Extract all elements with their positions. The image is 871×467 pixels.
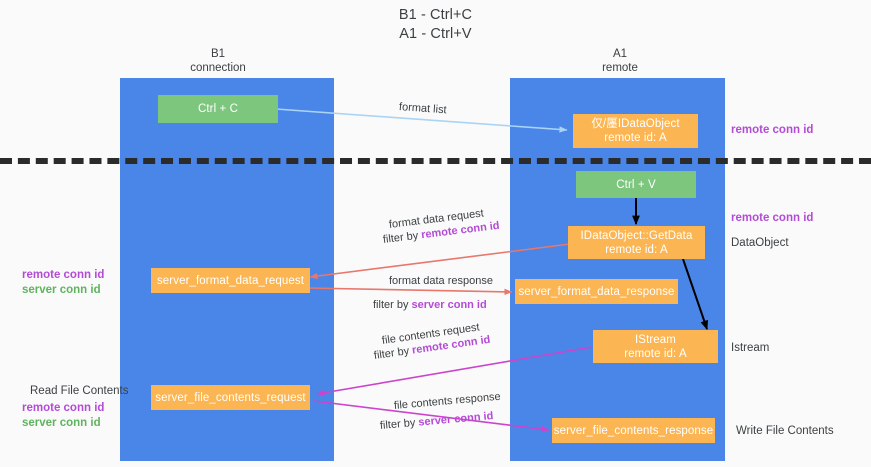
title-line-1: B1 - Ctrl+C: [398, 7, 473, 23]
arrow-format-data-request: [309, 242, 579, 280]
node-server-format-data-response[interactable]: server_format_data_response: [515, 279, 678, 304]
arrow-file-contents-request: [316, 346, 593, 396]
node-server-format-data-response-label: server_format_data_response: [518, 285, 675, 298]
right-label-dataobject: DataObject: [731, 237, 789, 249]
node-server-file-contents-request[interactable]: server_file_contents_request: [151, 385, 310, 410]
title-line-2: A1 - Ctrl+V: [399, 26, 472, 42]
edge-label-format-data-response: format data response: [389, 275, 493, 287]
node-ctrl-c[interactable]: Ctrl + C: [158, 95, 278, 123]
arrow-format-list: [275, 108, 568, 133]
node-istream-line1: IStream: [635, 333, 676, 346]
left-label-bottom-server-conn-id: server conn id: [22, 417, 101, 429]
left-label-group-file-conn: remote conn id server conn id: [22, 401, 104, 431]
node-getdata-line1: IDataObject::GetData: [580, 229, 693, 242]
column-header-right: A1 remote: [530, 48, 710, 75]
node-ctrl-v-label: Ctrl + V: [616, 178, 656, 191]
right-label-write-file-contents: Write File Contents: [736, 425, 834, 437]
column-right-name: A1: [612, 48, 628, 60]
column-left-role: connection: [190, 61, 246, 74]
node-idataobject-line2: remote id: A: [604, 132, 667, 144]
arrow-getdata-to-istream: [682, 258, 708, 331]
left-label-group-file: Read File Contents: [30, 384, 128, 399]
diagram-title: B1 - Ctrl+C A1 - Ctrl+V: [0, 6, 871, 44]
node-idataobject-line1: 仅/㕓IDataObject: [591, 118, 680, 130]
section-divider: [0, 158, 871, 164]
column-header-left: B1 connection: [128, 48, 308, 75]
right-label-top-remote-conn-id: remote conn id: [731, 124, 814, 136]
left-label-read-file-contents: Read File Contents: [30, 385, 129, 397]
node-server-file-contents-response-label: server_file_contents_response: [553, 424, 714, 437]
node-getdata-line2: remote id: A: [605, 243, 668, 256]
column-right-role: remote: [602, 61, 638, 74]
node-server-format-data-request-label: server_format_data_request: [156, 274, 305, 287]
right-label-mid-remote-conn-id: remote conn id: [731, 212, 814, 224]
node-istream-line2: remote id: A: [624, 347, 687, 360]
node-idataobject-remote[interactable]: 仅/㕓IDataObject remote id: A: [573, 114, 698, 148]
left-label-bottom-remote-conn-id: remote conn id: [22, 402, 105, 414]
left-label-remote-conn-id: remote conn id: [22, 269, 105, 281]
node-server-file-contents-request-label: server_file_contents_request: [155, 391, 306, 404]
node-ctrl-c-label: Ctrl + C: [197, 103, 239, 115]
right-label-istream: Istream: [731, 342, 770, 354]
arrow-format-data-response: [307, 287, 513, 296]
node-istream-remote[interactable]: IStream remote id: A: [593, 330, 718, 363]
node-server-format-data-request[interactable]: server_format_data_request: [151, 268, 310, 293]
left-label-group-format: remote conn id server conn id: [22, 268, 104, 298]
left-label-server-conn-id: server conn id: [22, 284, 101, 296]
node-server-file-contents-response[interactable]: server_file_contents_response: [552, 418, 715, 443]
column-left-name: B1: [210, 48, 226, 60]
node-idataobject-getdata[interactable]: IDataObject::GetData remote id: A: [568, 226, 705, 259]
arrow-file-contents-response: [313, 400, 550, 433]
node-ctrl-v[interactable]: Ctrl + V: [576, 171, 696, 198]
edge-label-format-data-response-filter: filter by server conn id: [373, 299, 487, 311]
